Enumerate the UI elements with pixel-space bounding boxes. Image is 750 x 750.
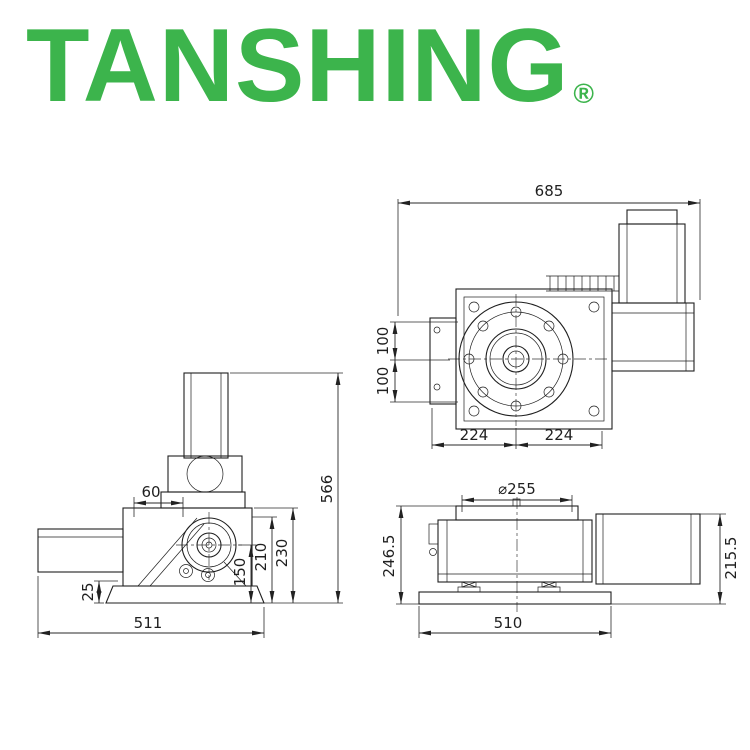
dim-right-half-label: 224: [545, 426, 574, 444]
brand-logo-text: TANSHING: [26, 8, 570, 124]
dim-lower-offset-label: 100: [374, 367, 392, 396]
side-view: 60 566 230 210: [37, 372, 343, 638]
dim-230: 230: [254, 507, 298, 603]
dim-150-label: 150: [231, 558, 249, 587]
dim-height-left-label: 246.5: [380, 535, 398, 578]
dim-offsets-100: 100 100: [374, 321, 458, 403]
dim-halves-224: 224 224: [431, 408, 603, 449]
dim-height-left: 246.5: [380, 505, 456, 605]
plan-view: 685 100 100 224 224: [374, 182, 701, 449]
dim-25-label: 25: [79, 582, 97, 601]
side-base: [105, 585, 265, 604]
dim-table-diameter: ⌀255: [461, 480, 573, 512]
dim-upper-offset-label: 100: [374, 327, 392, 356]
table-flange: [458, 301, 574, 417]
dim-base-width: 510: [418, 606, 612, 638]
front-motor: [595, 513, 701, 585]
dim-table-diameter-label: ⌀255: [498, 480, 536, 498]
brand-logo: TANSHING®: [26, 14, 595, 118]
dim-150: 150: [231, 544, 256, 603]
drive-motor-vertical: [618, 209, 686, 304]
dim-25: 25: [79, 580, 118, 604]
front-base-plate: [418, 591, 612, 605]
dim-overall-height-label: 566: [318, 475, 336, 504]
dim-overall-height: 566: [230, 372, 343, 604]
leveling-feet: [457, 581, 561, 593]
dim-overall-width: 685: [397, 182, 701, 316]
dim-left-half-label: 224: [460, 426, 489, 444]
side-collar: [160, 455, 246, 509]
side-left-arm: [37, 528, 124, 573]
dim-height-right-label: 215.5: [722, 537, 740, 580]
dim-top-width-label: 60: [141, 483, 160, 501]
dim-top-width: 60: [133, 483, 184, 517]
side-motor-column: [183, 372, 229, 459]
dim-230-label: 230: [273, 539, 291, 568]
dim-overall-width-label: 685: [535, 182, 564, 200]
dim-overall-length-label: 511: [134, 614, 163, 632]
dim-overall-length: 511: [37, 576, 265, 638]
side-spindle: [176, 512, 242, 582]
cable-conduit: [546, 275, 619, 292]
left-mounting-plate: [429, 317, 457, 405]
front-main-body: [428, 519, 593, 583]
drive-motor-horizontal: [611, 302, 695, 372]
dim-210-label: 210: [252, 543, 270, 572]
dim-base-width-label: 510: [494, 614, 523, 632]
front-view: ⌀255 246.5 215.5 510: [380, 480, 740, 638]
dim-210: 210: [252, 516, 277, 603]
registered-trademark-icon: ®: [573, 78, 596, 109]
dim-height-right: 215.5: [611, 513, 740, 605]
